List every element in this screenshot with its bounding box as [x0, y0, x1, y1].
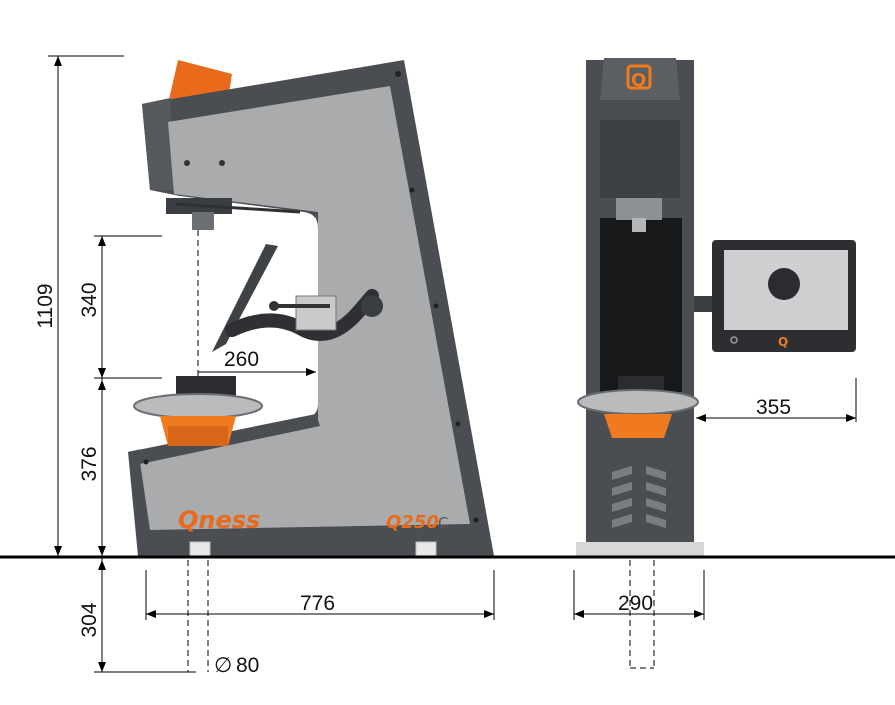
anvil: [176, 376, 236, 398]
frame-bolt: [455, 421, 461, 427]
label-arm-reach: 355: [756, 396, 791, 419]
label-spindle-diameter: 80: [236, 654, 259, 677]
brand-tagline: MADE IN AUSTRIA: [198, 533, 243, 539]
foot: [415, 541, 437, 557]
label-table-height: 376: [78, 446, 101, 481]
front-throat: [600, 218, 682, 392]
handwheel: [133, 393, 263, 419]
front-vents: [612, 466, 666, 528]
mount-hole: [219, 160, 225, 166]
label-total-height: 1109: [34, 283, 57, 328]
front-logo: Q: [631, 70, 646, 91]
frame-bolt: [433, 303, 439, 309]
front-indenter: [616, 198, 662, 220]
front-spindle: [604, 414, 672, 438]
indenter-tip: [192, 212, 214, 230]
brand-logo: Qness: [178, 506, 260, 534]
label-test-height: 340: [78, 282, 101, 317]
frame-bolt: [143, 459, 149, 465]
power-icon: [730, 336, 738, 344]
indenter-rail: [175, 202, 301, 214]
arm-bracket: [295, 295, 337, 331]
model-suffix: C: [438, 514, 448, 532]
frame-bolt: [409, 187, 415, 193]
front-upper-panel: [600, 120, 680, 198]
front-indenter-tip: [632, 218, 646, 232]
arm-joint: [361, 295, 383, 317]
model-name: Q250: [386, 512, 439, 533]
body-panel: [140, 86, 470, 530]
mount-hole: [184, 160, 190, 166]
label-foundation-depth: 304: [78, 602, 101, 637]
front-handwheel: [577, 389, 699, 415]
label-diameter-symbol: ∅: [214, 654, 232, 677]
dimension-arrows: [54, 56, 856, 672]
label-depth: 776: [300, 592, 335, 615]
front-head-face: [600, 58, 680, 100]
foot: [189, 541, 211, 557]
frame-bolt: [395, 71, 401, 77]
dimension-lines: [48, 55, 857, 673]
label-width: 290: [618, 592, 653, 615]
spindle-lower: [168, 426, 228, 446]
head-side: [142, 98, 176, 190]
monitor-indent-image: [768, 268, 800, 300]
label-throat-depth: 260: [224, 348, 259, 371]
side-view-machine: Qness MADE IN AUSTRIA Q250 C: [128, 60, 494, 557]
arm-knob: [269, 301, 279, 311]
front-plinth: [576, 542, 704, 556]
front-view-machine: Q Q: [576, 58, 856, 556]
monitor-logo: Q: [778, 335, 788, 349]
front-logo-frame: [626, 64, 652, 90]
frame-bolt: [473, 517, 479, 523]
front-monitor-bracket: [694, 296, 712, 312]
